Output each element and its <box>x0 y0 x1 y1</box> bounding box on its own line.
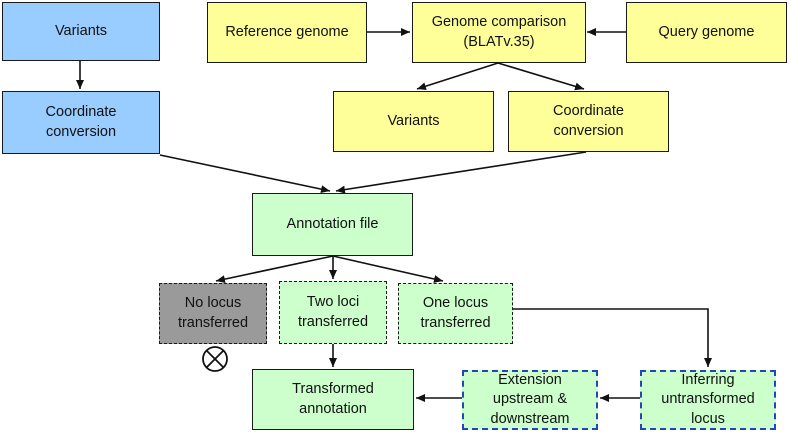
arrow-one-locus-to-inferring <box>513 308 712 367</box>
coordinate-conversion-right-label: Coordinate conversion <box>553 103 624 139</box>
reference-genome-box: Reference genome <box>207 2 367 63</box>
coordinate-conversion-left-box: Coordinate conversion <box>2 91 160 154</box>
transformed-annotation-label: Transformed annotation <box>292 381 374 417</box>
variants-left-box: Variants <box>2 2 160 61</box>
arrow-coord-left-to-annotation <box>159 154 331 194</box>
arrow-comparison-to-variants-right <box>416 62 499 91</box>
no-locus-transferred-box: No locus transferred <box>159 283 267 344</box>
query-genome-box: Query genome <box>626 2 787 63</box>
no-locus-transferred-label: No locus transferred <box>177 295 249 331</box>
extension-upstream-downstream-label: Extension upstream & downstream <box>490 372 570 427</box>
variants-right-box: Variants <box>333 91 494 152</box>
variants-left-label: Variants <box>54 22 108 39</box>
reference-genome-label: Reference genome <box>225 23 349 40</box>
arrow-annotation-to-one-locus <box>332 255 444 283</box>
variants-right-label: Variants <box>387 112 440 129</box>
genome-comparison-label: Genome comparison (BLATv.35) <box>431 14 567 50</box>
one-locus-transferred-box: One locus transferred <box>398 283 513 344</box>
two-loci-transferred-label: Two loci transferred <box>297 294 369 330</box>
arrow-annotation-to-no-locus <box>215 255 334 284</box>
inferring-untransformed-locus-label: Inferring untransformed locus <box>661 372 755 427</box>
genome-comparison-box: Genome comparison (BLATv.35) <box>412 2 586 63</box>
inferring-untransformed-locus-box: Inferring untransformed locus <box>640 370 776 430</box>
one-locus-transferred-label: One locus transferred <box>420 295 491 331</box>
query-genome-label: Query genome <box>658 23 755 40</box>
coordinate-conversion-right-box: Coordinate conversion <box>508 91 669 152</box>
two-loci-transferred-box: Two loci transferred <box>279 281 387 344</box>
arrow-coord-right-to-annotation <box>335 151 587 194</box>
transformed-annotation-box: Transformed annotation <box>252 369 414 430</box>
annotation-file-label: Annotation file <box>286 215 379 232</box>
coordinate-conversion-left-label: Coordinate conversion <box>45 104 117 140</box>
annotation-file-box: Annotation file <box>252 193 413 256</box>
arrow-comparison-to-coord-right <box>497 62 585 91</box>
extension-upstream-downstream-box: Extension upstream & downstream <box>462 370 598 430</box>
circled-x-icon <box>202 346 228 372</box>
